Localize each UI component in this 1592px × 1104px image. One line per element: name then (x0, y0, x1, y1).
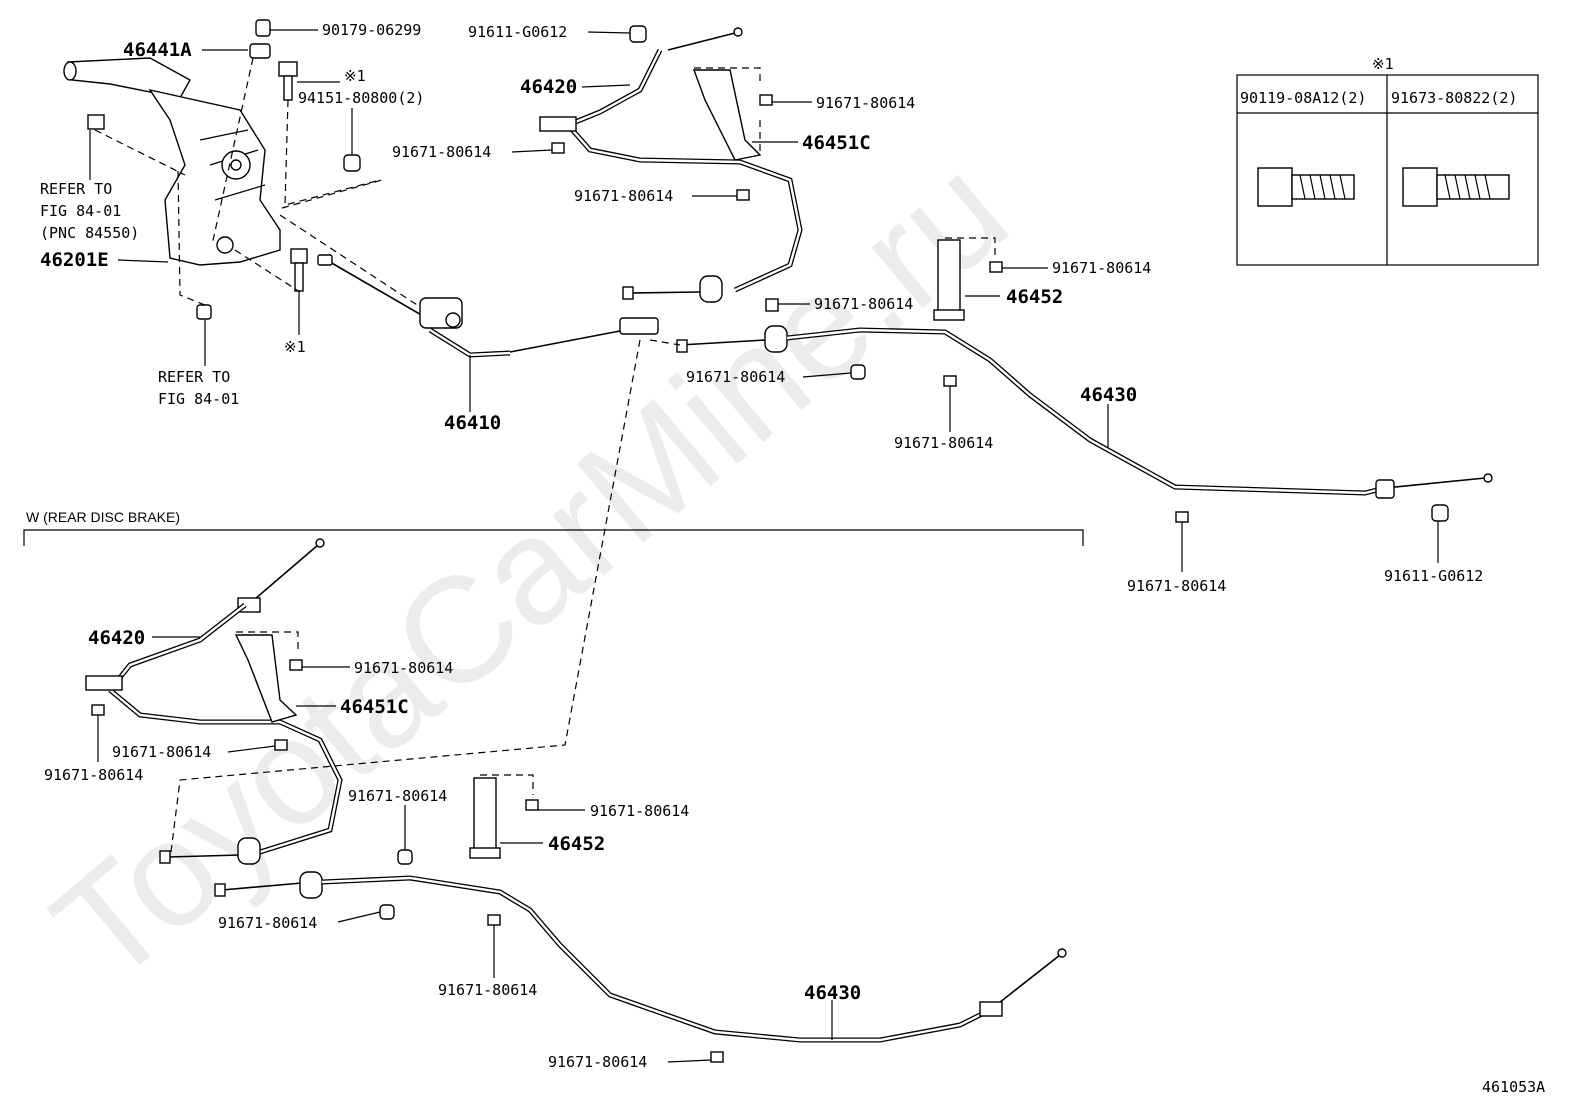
label-91611-G0612-right: 91611-G0612 (1384, 567, 1483, 585)
cable-46430-top (676, 325, 1493, 499)
bolt-note1 (290, 248, 308, 292)
ref-upper-line3: (PNC 84550) (40, 224, 139, 242)
label-91611-G0612-top: 91611-G0612 (468, 23, 567, 41)
label-90179-06299: 90179-06299 (322, 21, 421, 39)
ref-lower-line2: FIG 84-01 (158, 390, 239, 408)
label-46420-top: 46420 (520, 76, 577, 98)
cable-46410 (317, 254, 659, 358)
bolt-lower (196, 304, 212, 320)
section-link-line (169, 339, 641, 861)
label-bolt-3: 91671-80614 (574, 187, 673, 205)
label-46201E: 46201E (40, 249, 109, 271)
label-46410: 46410 (444, 412, 501, 434)
bracket-46452-top (937, 239, 961, 313)
section-label: W (REAR DISC BRAKE) (26, 509, 180, 525)
ref-upper-line2: FIG 84-01 (40, 202, 121, 220)
grommet-46441A (249, 19, 271, 59)
legend-header: ※1 (1372, 55, 1394, 73)
bracket-46451C-top (692, 69, 762, 161)
bracket-46452-top-foot (933, 309, 965, 321)
label-bolt-16: 91671-80614 (548, 1053, 647, 1071)
cable-46430-low (214, 871, 1067, 1043)
section-bracket (23, 529, 1084, 546)
label-bolt-7: 91671-80614 (894, 434, 993, 452)
label-46452-top: 46452 (1006, 286, 1063, 308)
label-bolt-10: 91671-80614 (112, 743, 211, 761)
label-bolt-5: 91671-80614 (814, 295, 913, 313)
bolt-icon-group-top (551, 25, 1449, 523)
label-note1-b: ※1 (284, 338, 306, 356)
cable-46420-low (85, 538, 343, 865)
label-bolt-2: 91671-80614 (392, 143, 491, 161)
bolt-94151 (278, 61, 298, 101)
label-46451C-low: 46451C (340, 696, 409, 718)
label-bolt-1: 91671-80614 (816, 94, 915, 112)
label-bolt-15: 91671-80614 (438, 981, 537, 999)
label-bolt-13: 91671-80614 (590, 802, 689, 820)
nut (343, 154, 361, 172)
label-94151-80800: 94151-80800(2) (298, 89, 424, 107)
label-bolt-14: 91671-80614 (218, 914, 317, 932)
label-46441A: 46441A (123, 39, 192, 61)
cable-46420-top (539, 27, 803, 303)
ref-lower-line1: REFER TO (158, 368, 230, 386)
bolt-icon-group-low (91, 659, 724, 1063)
label-46420-low: 46420 (88, 627, 145, 649)
bracket-46451C-low (234, 634, 298, 723)
label-note1-a: ※1 (344, 67, 366, 85)
ref-upper-line1: REFER TO (40, 180, 112, 198)
label-bolt-8: 91671-80614 (1127, 577, 1226, 595)
label-bolt-6: 91671-80614 (686, 368, 785, 386)
label-46452-low: 46452 (548, 833, 605, 855)
switch-part (87, 114, 105, 130)
label-46430-low: 46430 (804, 982, 861, 1004)
legend-col-2: 91673-80822(2) (1391, 89, 1517, 107)
bracket-46452-low-foot (469, 847, 501, 859)
legend-table (1236, 74, 1539, 266)
label-bolt-12: 91671-80614 (348, 787, 447, 805)
label-bolt-9: 91671-80614 (354, 659, 453, 677)
parking-brake-lever (63, 57, 281, 266)
legend-col-1: 90119-08A12(2) (1240, 89, 1366, 107)
label-46451C-top: 46451C (802, 132, 871, 154)
figure-id: 461053A (1482, 1078, 1545, 1096)
label-bolt-4: 91671-80614 (1052, 259, 1151, 277)
label-bolt-11: 91671-80614 (44, 766, 143, 784)
leader-lines (89, 29, 1439, 1063)
bracket-46452-low (473, 777, 497, 851)
label-46430-top: 46430 (1080, 384, 1137, 406)
